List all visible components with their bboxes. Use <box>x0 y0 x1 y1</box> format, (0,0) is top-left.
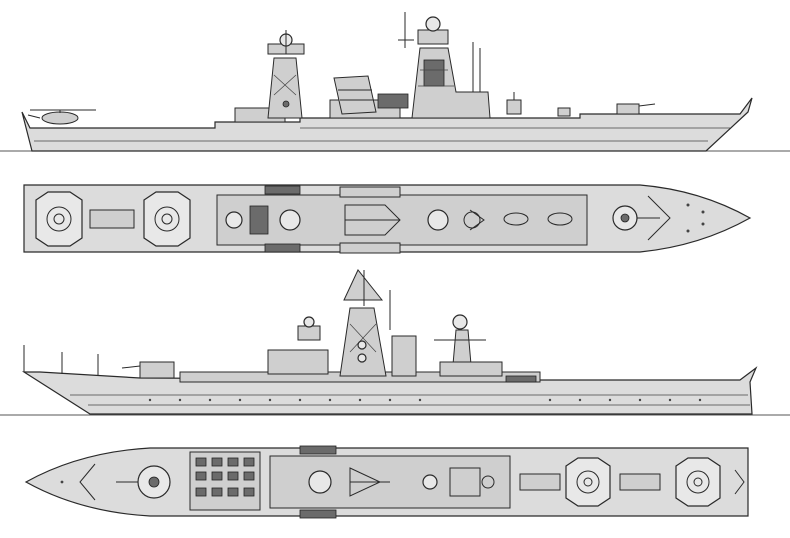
gun-turret-icon <box>612 205 660 231</box>
radar-antenna-icon <box>398 12 481 92</box>
bow-breakwater-2 <box>79 463 96 501</box>
helicopter-pad-3 <box>565 457 611 507</box>
missile-launcher-icon <box>344 204 401 236</box>
deck-fitting <box>503 212 529 226</box>
deck-hatch-2 <box>519 473 561 491</box>
missile-launcher-icon <box>333 75 377 115</box>
bow-breakwater <box>647 195 671 241</box>
helicopter-pad-2 <box>143 191 191 247</box>
mast-icon <box>267 57 303 119</box>
side-profile-view-2 <box>0 269 790 416</box>
radar-antenna-icon <box>427 209 485 231</box>
superstructure-plan-1 <box>216 194 588 246</box>
gun-turret-icon <box>116 465 171 499</box>
gun-turret-icon <box>506 92 522 115</box>
gun-turret-icon <box>616 103 656 115</box>
radar-antenna-icon <box>225 205 301 235</box>
forward-tower-1 <box>411 47 491 119</box>
radar-antenna-icon <box>422 467 495 497</box>
helicopter-pad-1 <box>35 191 83 247</box>
missile-launcher-icon <box>195 457 255 497</box>
porthole-row-2 <box>148 398 702 402</box>
launcher-box-1 <box>377 93 409 109</box>
mast-icon <box>339 307 387 377</box>
stack-2 <box>391 335 417 377</box>
helicopter-icon <box>27 109 96 125</box>
deck-fitting <box>547 212 573 226</box>
radar-antenna-icon <box>308 467 390 497</box>
plan-view-2 <box>24 445 749 519</box>
radar-antenna-icon <box>297 316 321 341</box>
radar-antenna-icon <box>343 269 391 330</box>
side-profile-view-1 <box>0 12 790 152</box>
plan-view-1 <box>23 184 752 254</box>
radar-antenna-icon <box>267 30 305 55</box>
deck-hatch <box>89 209 135 229</box>
gun-turret-icon <box>121 361 175 379</box>
helicopter-pad-4 <box>675 457 721 507</box>
deckhouse-2 <box>267 349 329 375</box>
hull-profile-1 <box>21 97 753 152</box>
